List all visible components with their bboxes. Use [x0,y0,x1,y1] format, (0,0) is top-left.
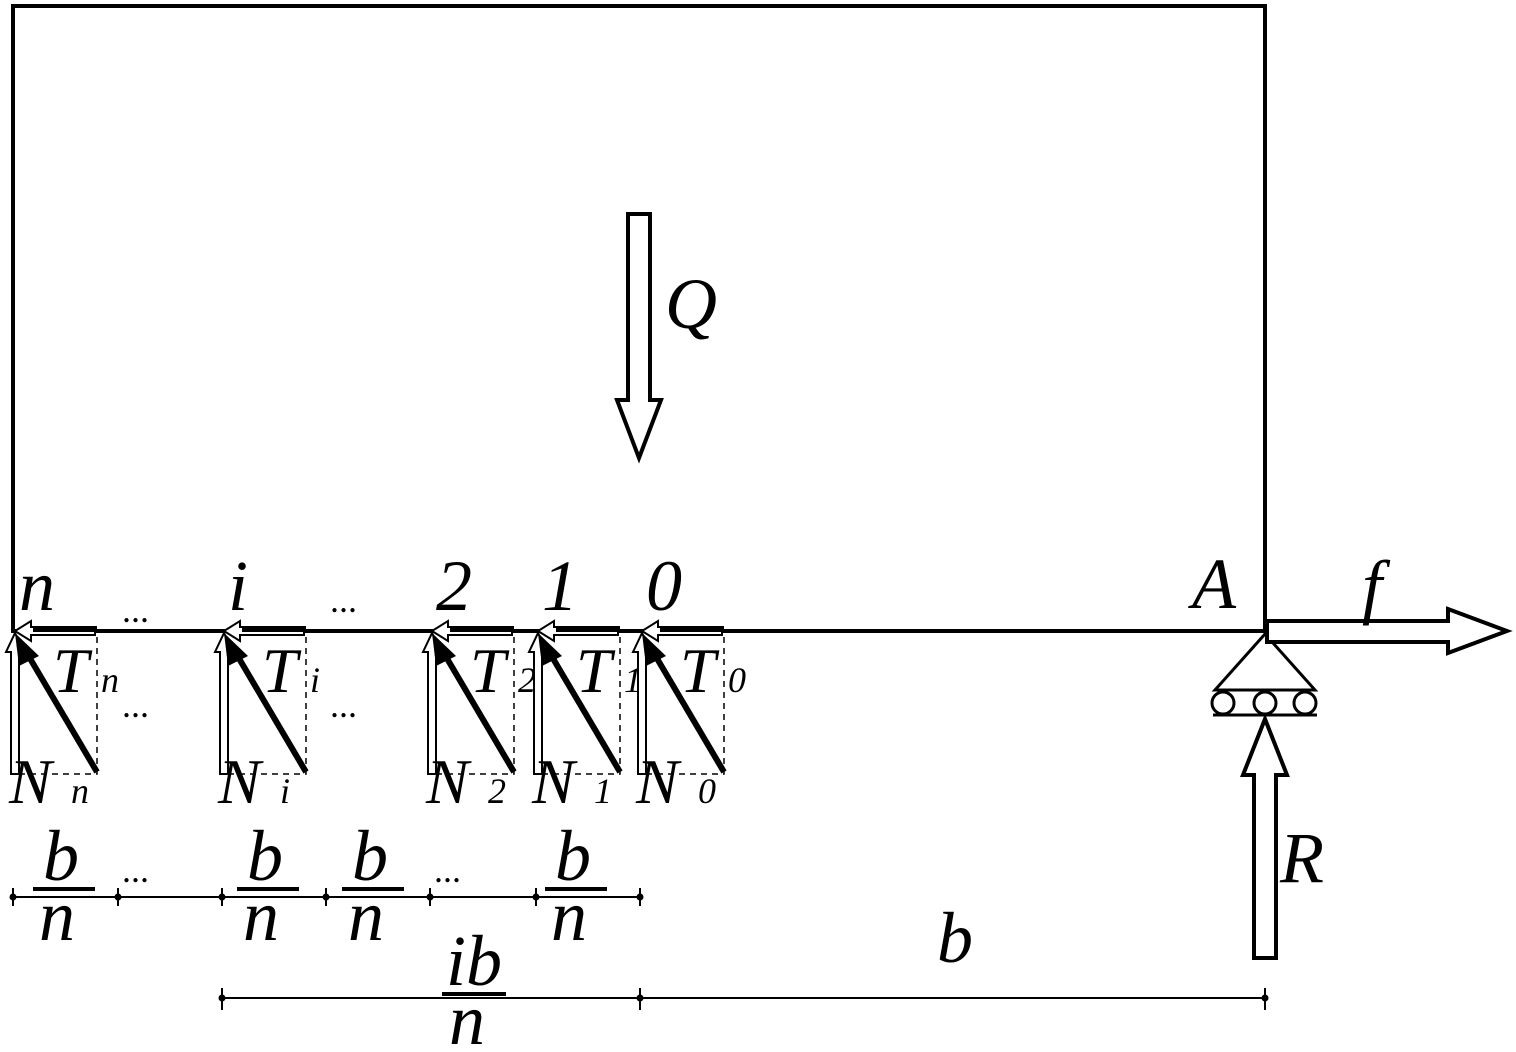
fraction-denominator: n [348,876,384,956]
tangential-label: T [470,635,510,706]
dimension-dot [636,893,644,901]
normal-subscript: i [280,771,290,811]
point-index-label: 2 [436,546,472,626]
segment-ticks [9,888,644,906]
fraction-denominator: n [39,876,75,956]
tangential-label: T [576,635,616,706]
friction-label: f [1362,546,1391,626]
point-index-label: i [228,546,248,626]
segment-fraction: bn [545,816,607,956]
resultant-arrow-shaft [439,648,517,774]
normal-label: N [8,746,55,817]
normal-label: N [425,746,472,817]
ellipsis: ... [330,685,357,725]
fraction-numerator: b [352,816,388,896]
resultant-arrow-shaft [22,648,100,774]
rigid-body [11,4,1267,633]
normal-subscript: 2 [488,771,506,811]
tangential-subscript: 2 [518,660,536,700]
normal-label: N [635,746,682,817]
normal-label: N [217,746,264,817]
normal-subscript: 1 [594,771,612,811]
fraction-denominator: n [551,876,587,956]
ib-denominator: n [449,980,485,1052]
dimension-dot [322,893,330,901]
dimension-dot [532,893,540,901]
dimension-dot [426,893,434,901]
point-index-label: n [19,546,55,626]
fraction-numerator: b [247,816,283,896]
distance-ticks [218,988,1269,1010]
support-roller [1252,690,1278,716]
resultant-arrow-head [224,633,248,666]
resultant-arrow-head [15,633,39,666]
tangential-label: T [53,635,93,706]
distance-b-label: b [937,898,973,978]
ellipsis: ... [122,590,149,630]
segment-fraction: bn [342,816,404,956]
reaction-arrow [1240,713,1290,960]
tangential-subscript: 0 [728,660,746,700]
normal-label: N [531,746,578,817]
resultant-arrow-head [642,633,666,666]
support-roller [1292,690,1318,716]
fraction-denominator: n [243,876,279,956]
ellipsis: ... [434,850,461,890]
ellipsis: ... [122,685,149,725]
dimension-dot [9,893,17,901]
dimension-dot [218,893,226,901]
tangential-label: T [680,635,720,706]
segment-fraction: bn [237,816,299,956]
point-index-label: 1 [542,546,578,626]
tangential-subscript: i [310,660,320,700]
ib-numerator: ib [446,921,502,1001]
resultant-arrow-head [538,633,562,666]
resultant-arrow-shaft [649,648,727,774]
normal-subscript: n [71,771,89,811]
tangential-label: T [262,635,302,706]
dimension-dot [636,994,644,1002]
load-label: Q [665,264,717,344]
resultant-arrow-shaft [545,648,623,774]
support-roller [1210,690,1236,716]
dimension-dot [1261,994,1269,1002]
load-arrow [614,212,664,464]
ellipsis: ... [330,580,357,620]
tangential-subscript: n [101,660,119,700]
fraction-numerator: b [555,816,591,896]
point-index-label: 0 [646,546,682,626]
resultant-arrow-head [432,633,456,666]
dimension-dot [218,994,226,1002]
resultant-arrow-shaft [231,648,309,774]
ellipsis: ... [122,850,149,890]
friction-arrow [1265,606,1513,656]
segment-fraction: bn [33,816,95,956]
support-label: A [1188,544,1237,624]
support-triangle [1211,631,1319,692]
normal-subscript: 0 [698,771,716,811]
fraction-numerator: b [43,816,79,896]
reaction-label: R [1279,818,1324,898]
dimension-dot [114,893,122,901]
